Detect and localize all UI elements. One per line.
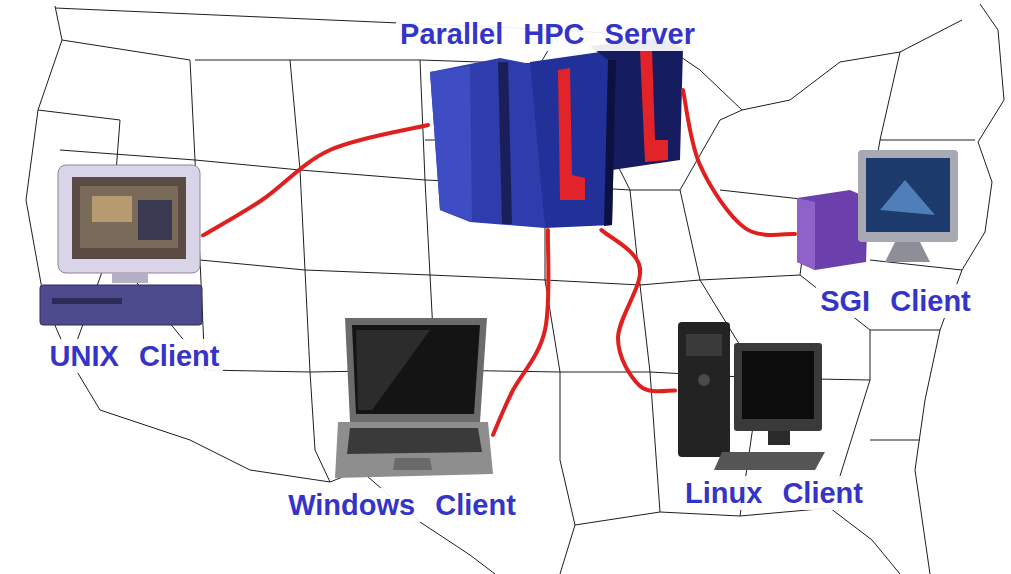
client-node: Windows Client [335, 318, 493, 478]
client-node: SGI Client [795, 150, 960, 270]
windows-laptop [335, 318, 493, 478]
node-label: UNIX Client [46, 339, 224, 373]
network-link [203, 125, 428, 235]
server-node: Parallel HPC Server [428, 55, 683, 230]
client-node: UNIX Client [38, 165, 203, 325]
sgi-workstation [797, 150, 958, 270]
unix-workstation [40, 165, 202, 325]
network-link [493, 230, 549, 435]
client-node: Linux Client [675, 320, 825, 470]
linux-pc [678, 322, 825, 470]
node-label: Windows Client [284, 488, 520, 522]
node-label: Linux Client [681, 476, 867, 510]
server-towers [430, 38, 683, 228]
node-label: Parallel HPC Server [396, 17, 699, 51]
network-link [683, 90, 795, 235]
node-label: SGI Client [816, 284, 975, 318]
network-link [601, 230, 675, 391]
